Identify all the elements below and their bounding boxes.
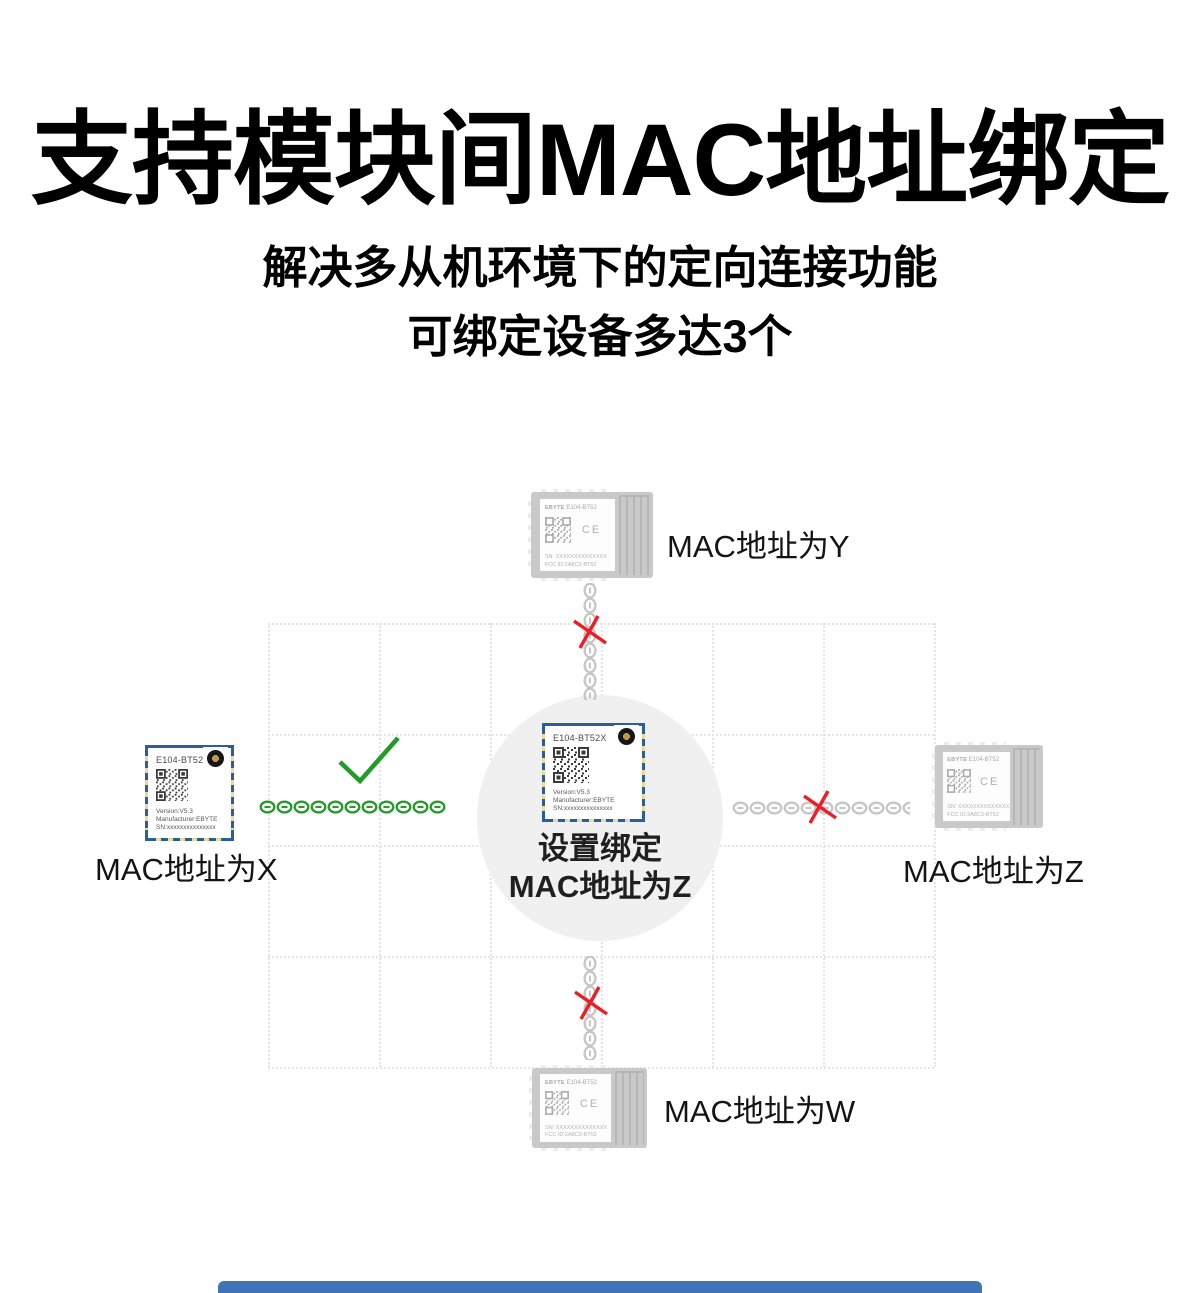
module-fcc-text: FCC ID:2A8C3-BT52 xyxy=(544,561,597,568)
center-caption: 设置绑定 MAC地址为Z xyxy=(450,830,750,906)
module-sn-text: SN:xxxxxxxxxxxxxxx xyxy=(553,805,613,812)
module-left: E104-BT52X Version:V5.3 Manufacturer:EBY… xyxy=(145,745,234,841)
subtitle-line1: 解决多从机环境下的定向连接功能 xyxy=(262,242,938,293)
castellation xyxy=(529,1076,532,1140)
castellation xyxy=(642,734,645,811)
page-title: 支持模块间MAC地址绑定 xyxy=(30,103,1170,217)
qr-code-icon xyxy=(544,516,571,543)
label-mac-left: MAC地址为X xyxy=(95,852,278,887)
center-caption-line1: 设置绑定 xyxy=(538,831,662,866)
label-mac-bottom: MAC地址为W xyxy=(664,1094,856,1129)
module-manufacturer-text: Manufacturer:EBYTE xyxy=(156,816,218,823)
chain-connected-green xyxy=(259,799,446,815)
module-model-text: E104-BT52 xyxy=(968,757,1000,764)
pcb-antenna-icon xyxy=(1012,748,1040,825)
brand-text: EBYTE xyxy=(544,504,565,511)
footer-accent-bar xyxy=(218,1281,982,1293)
pcb-antenna-icon xyxy=(614,1071,644,1145)
qr-code-icon xyxy=(553,747,589,783)
module-fcc-text: FCC ID:2A8C3-BT52 xyxy=(545,1132,597,1139)
module-version-text: Version:V5.3 xyxy=(553,789,590,796)
module-manufacturer-text: Manufacturer:EBYTE xyxy=(553,797,615,804)
module-label-panel: EBYTE E104-BT52 CE SN: XXXXXXXXXXXXXX FC… xyxy=(539,498,616,572)
qr-code-icon xyxy=(156,769,188,801)
chain-broken-bottom xyxy=(582,956,598,1060)
module-version-text: Version:V5.3 xyxy=(156,808,193,815)
ce-mark: CE xyxy=(579,1097,600,1110)
center-caption-line2: MAC地址为Z xyxy=(508,869,692,904)
castellation xyxy=(932,753,935,820)
label-mac-top: MAC地址为Y xyxy=(667,529,850,564)
checkmark-icon xyxy=(338,736,400,785)
ce-mark: CE xyxy=(980,776,1000,789)
gridline-horizontal xyxy=(268,623,934,625)
module-model-text: E104-BT52 xyxy=(566,504,597,511)
module-center-master: E104-BT52X Version:V5.3 Manufacturer:EBY… xyxy=(542,723,645,822)
gridline-horizontal xyxy=(268,956,934,958)
ce-mark: CE xyxy=(581,524,602,537)
cross-icon-right xyxy=(803,790,837,824)
module-top: EBYTE E104-BT52 CE SN: XXXXXXXXXXXXXX FC… xyxy=(528,489,653,581)
brand-text: EBYTE xyxy=(947,757,968,764)
cross-icon-bottom xyxy=(574,986,608,1020)
module-model-text: E104-BT52 xyxy=(566,1079,597,1086)
castellation xyxy=(528,500,531,570)
qr-code-icon xyxy=(947,769,972,794)
ipex-antenna-connector-icon xyxy=(614,725,639,748)
module-model-text: E104-BT52X xyxy=(553,733,607,743)
subtitle-line2: 可绑定设备多达3个 xyxy=(407,311,793,362)
chain-broken-top xyxy=(582,583,598,700)
gridline-vertical xyxy=(934,623,936,1067)
castellation xyxy=(156,838,223,841)
module-sn-text: SN: XXXXXXXXXXXXXX xyxy=(545,1124,608,1131)
module-label-panel: EBYTE E104-BT52 CE SN: XXXXXXXXXXXXXX FC… xyxy=(942,751,1010,822)
module-sn-text: SN: XXXXXXXXXXXXXX xyxy=(544,553,607,560)
module-bottom: EBYTE E104-BT52 CE SN: XXXXXXXXXXXXXX FC… xyxy=(529,1065,647,1151)
ipex-antenna-connector-icon xyxy=(203,747,228,770)
module-right: EBYTE E104-BT52 CE SN: XXXXXXXXXXXXXX FC… xyxy=(932,742,1043,831)
cross-icon-top xyxy=(573,615,607,649)
castellation xyxy=(553,819,634,822)
module-sn-text: SN: XXXXXXXXXXXXXX xyxy=(947,804,1010,811)
brand-text: EBYTE xyxy=(545,1079,565,1086)
module-sn-text: SN:xxxxxxxxxxxxxxx xyxy=(156,824,216,831)
castellation xyxy=(542,734,545,811)
pcb-antenna-icon xyxy=(618,495,650,575)
module-label-panel: EBYTE E104-BT52 CE SN: XXXXXXXXXXXXXX FC… xyxy=(540,1074,612,1142)
castellation xyxy=(145,756,148,830)
module-fcc-text: FCC ID:2A8C3-BT52 xyxy=(947,811,999,818)
label-mac-right: MAC地址为Z xyxy=(903,854,1084,889)
qr-code-icon xyxy=(545,1091,570,1116)
module-model-text: E104-BT52X xyxy=(156,755,210,765)
castellation xyxy=(231,756,234,830)
